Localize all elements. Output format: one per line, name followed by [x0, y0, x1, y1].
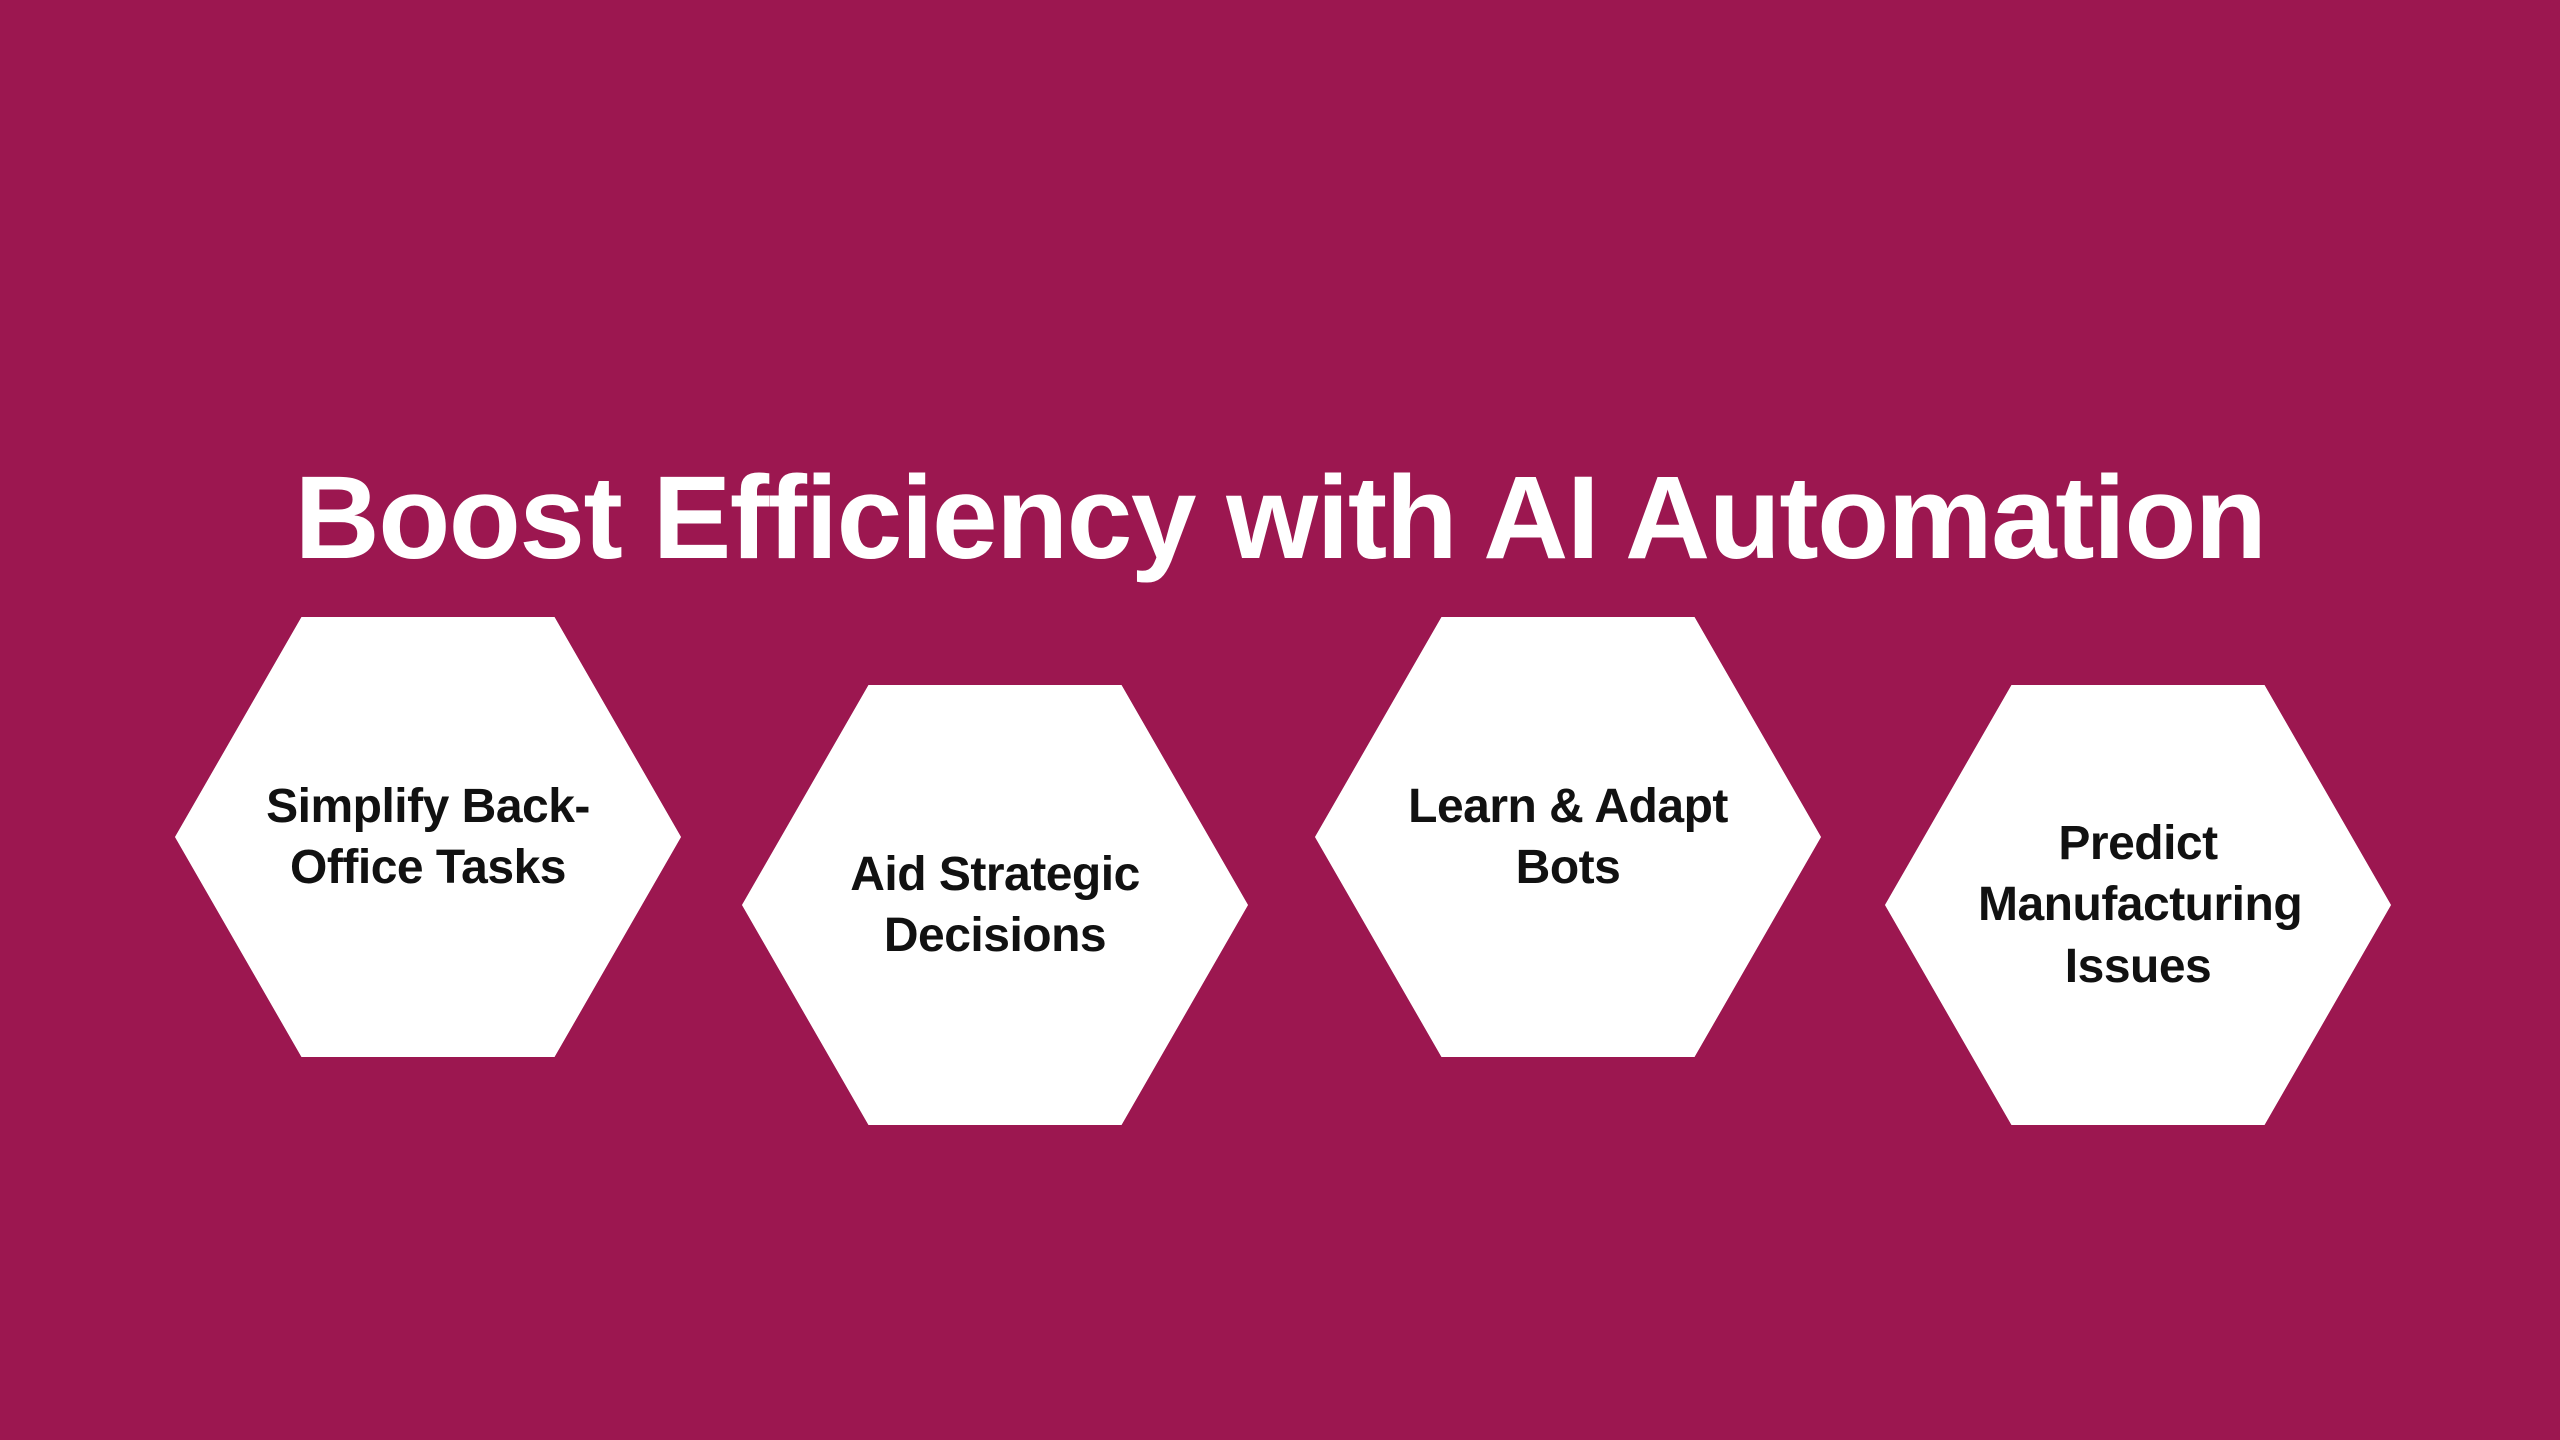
hexagon-card-4-label: Predict Manufacturing Issues [1978, 816, 2303, 993]
hexagon-card-4[interactable]: Predict Manufacturing Issues [1885, 685, 2391, 1125]
page-title: Boost Efficiency with AI Automation [294, 452, 2267, 585]
hexagon-card-3-label: Learn & Adapt Bots [1408, 779, 1728, 894]
hexagon-card-2[interactable]: Aid Strategic Decisions [742, 685, 1248, 1125]
hexagon-card-1-label: Simplify Back-Office Tasks [266, 779, 590, 894]
hexagon-card-1[interactable]: Simplify Back-Office Tasks [175, 617, 681, 1057]
hexagon-card-2-label: Aid Strategic Decisions [850, 847, 1140, 962]
hexagon-card-3[interactable]: Learn & Adapt Bots [1315, 617, 1821, 1057]
